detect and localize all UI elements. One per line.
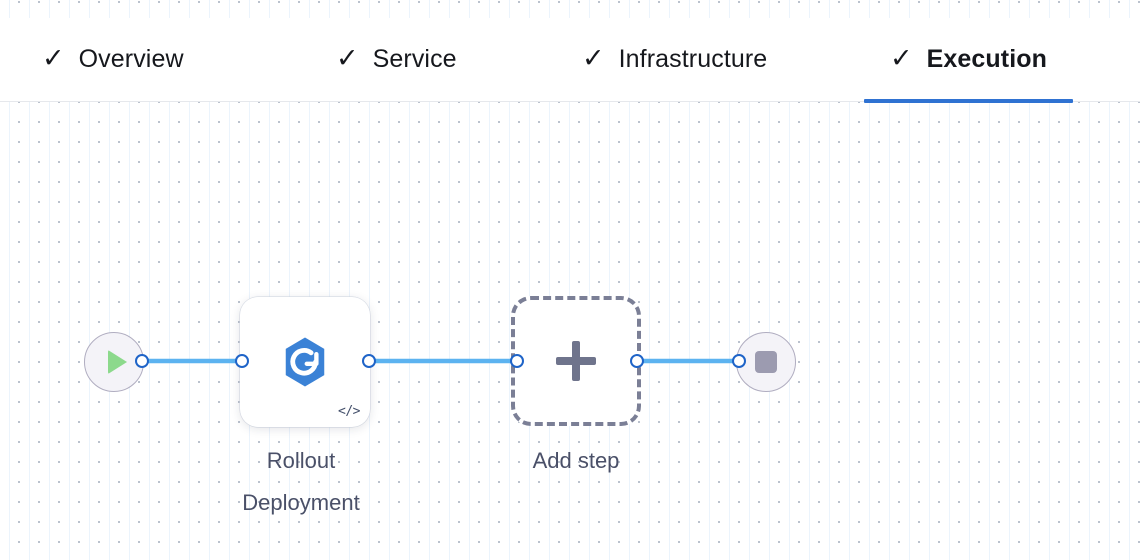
end-node-input-handle[interactable] <box>732 354 746 368</box>
add-step-node-input-handle[interactable] <box>510 354 524 368</box>
check-icon: ✓ <box>42 43 65 73</box>
plus-icon <box>556 341 596 381</box>
tab-execution[interactable]: ✓ Execution <box>864 18 1073 103</box>
tab-infrastructure-label: Infrastructure <box>618 45 768 73</box>
add-step-node[interactable] <box>511 296 641 426</box>
end-node[interactable] <box>736 332 796 392</box>
step-card[interactable]: </> <box>240 297 370 427</box>
check-icon: ✓ <box>582 43 605 73</box>
add-step-node-output-handle[interactable] <box>630 354 644 368</box>
active-tab-indicator <box>864 98 1073 103</box>
add-step-dashed-box[interactable] <box>511 296 641 426</box>
tab-execution-label: Execution <box>926 45 1047 73</box>
tab-infrastructure[interactable]: ✓ Infrastructure <box>578 18 771 102</box>
tab-overview[interactable]: ✓ Overview <box>38 18 188 102</box>
rollout-node-input-handle[interactable] <box>235 354 249 368</box>
tab-service-label: Service <box>372 45 457 73</box>
argo-rollout-icon <box>285 337 325 387</box>
end-node-circle[interactable] <box>736 332 796 392</box>
step-node-rollout-deployment[interactable]: </> <box>240 297 370 427</box>
start-node-output-handle[interactable] <box>135 354 149 368</box>
check-icon: ✓ <box>890 43 913 73</box>
check-icon: ✓ <box>336 43 359 73</box>
tab-service[interactable]: ✓ Service <box>332 18 461 102</box>
stop-icon <box>755 351 777 373</box>
rollout-node-output-handle[interactable] <box>362 354 376 368</box>
play-icon <box>107 350 127 374</box>
wizard-tab-bar: ✓ Overview ✓ Service ✓ Infrastructure ✓ … <box>0 18 1140 103</box>
code-icon[interactable]: </> <box>338 404 360 419</box>
tab-overview-label: Overview <box>78 45 184 73</box>
